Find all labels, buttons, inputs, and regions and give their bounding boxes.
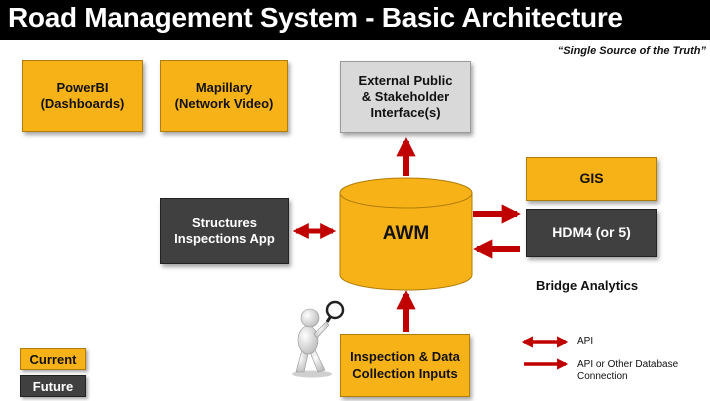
mapillary-title: Mapillary [195,79,253,95]
inspection-box: Inspection & Data Collection Inputs [340,334,470,397]
person-with-magnifying-glass-icon [292,300,345,378]
structures-app-box: Structures Inspections App [160,198,289,264]
inspection-line-1: Inspection & Data [350,349,460,365]
structures-line-2: Inspections App [174,231,275,246]
bridge-analytics-label: Bridge Analytics [536,278,639,293]
powerbi-title: PowerBI [56,79,109,95]
title-bar: Road Management System - Basic Architect… [0,0,710,40]
structures-line-1: Structures [191,214,258,230]
legend-api-db-label: API or Other Database Connection [577,359,679,382]
legend-api-label: API [577,336,594,347]
legend-current: Current [20,348,86,370]
mapillary-subtitle: (Network Video) [174,96,274,111]
hdm-box: HDM4 (or 5) [526,209,657,257]
powerbi-box: PowerBI (Dashboards) [22,60,143,132]
database-cylinder-icon [339,177,473,291]
page-title: Road Management System - Basic Architect… [8,2,623,33]
powerbi-subtitle: (Dashboards) [40,96,125,111]
external-interface-box: External Public & Stakeholder Interface(… [340,61,471,133]
external-line-2: & Stakeholder [361,88,450,104]
gis-box: GIS [526,157,657,201]
gis-label: GIS [579,170,604,187]
awm-label: AWM [382,223,430,244]
external-line-3: Interface(s) [370,105,441,121]
inspection-line-2: Collection Inputs [352,365,458,381]
hdm-label: HDM4 (or 5) [552,224,631,241]
external-line-1: External Public [358,72,453,88]
subtitle: “Single Source of the Truth” [557,45,706,57]
mapillary-box: Mapillary (Network Video) [160,60,288,132]
legend-future: Future [20,375,86,397]
